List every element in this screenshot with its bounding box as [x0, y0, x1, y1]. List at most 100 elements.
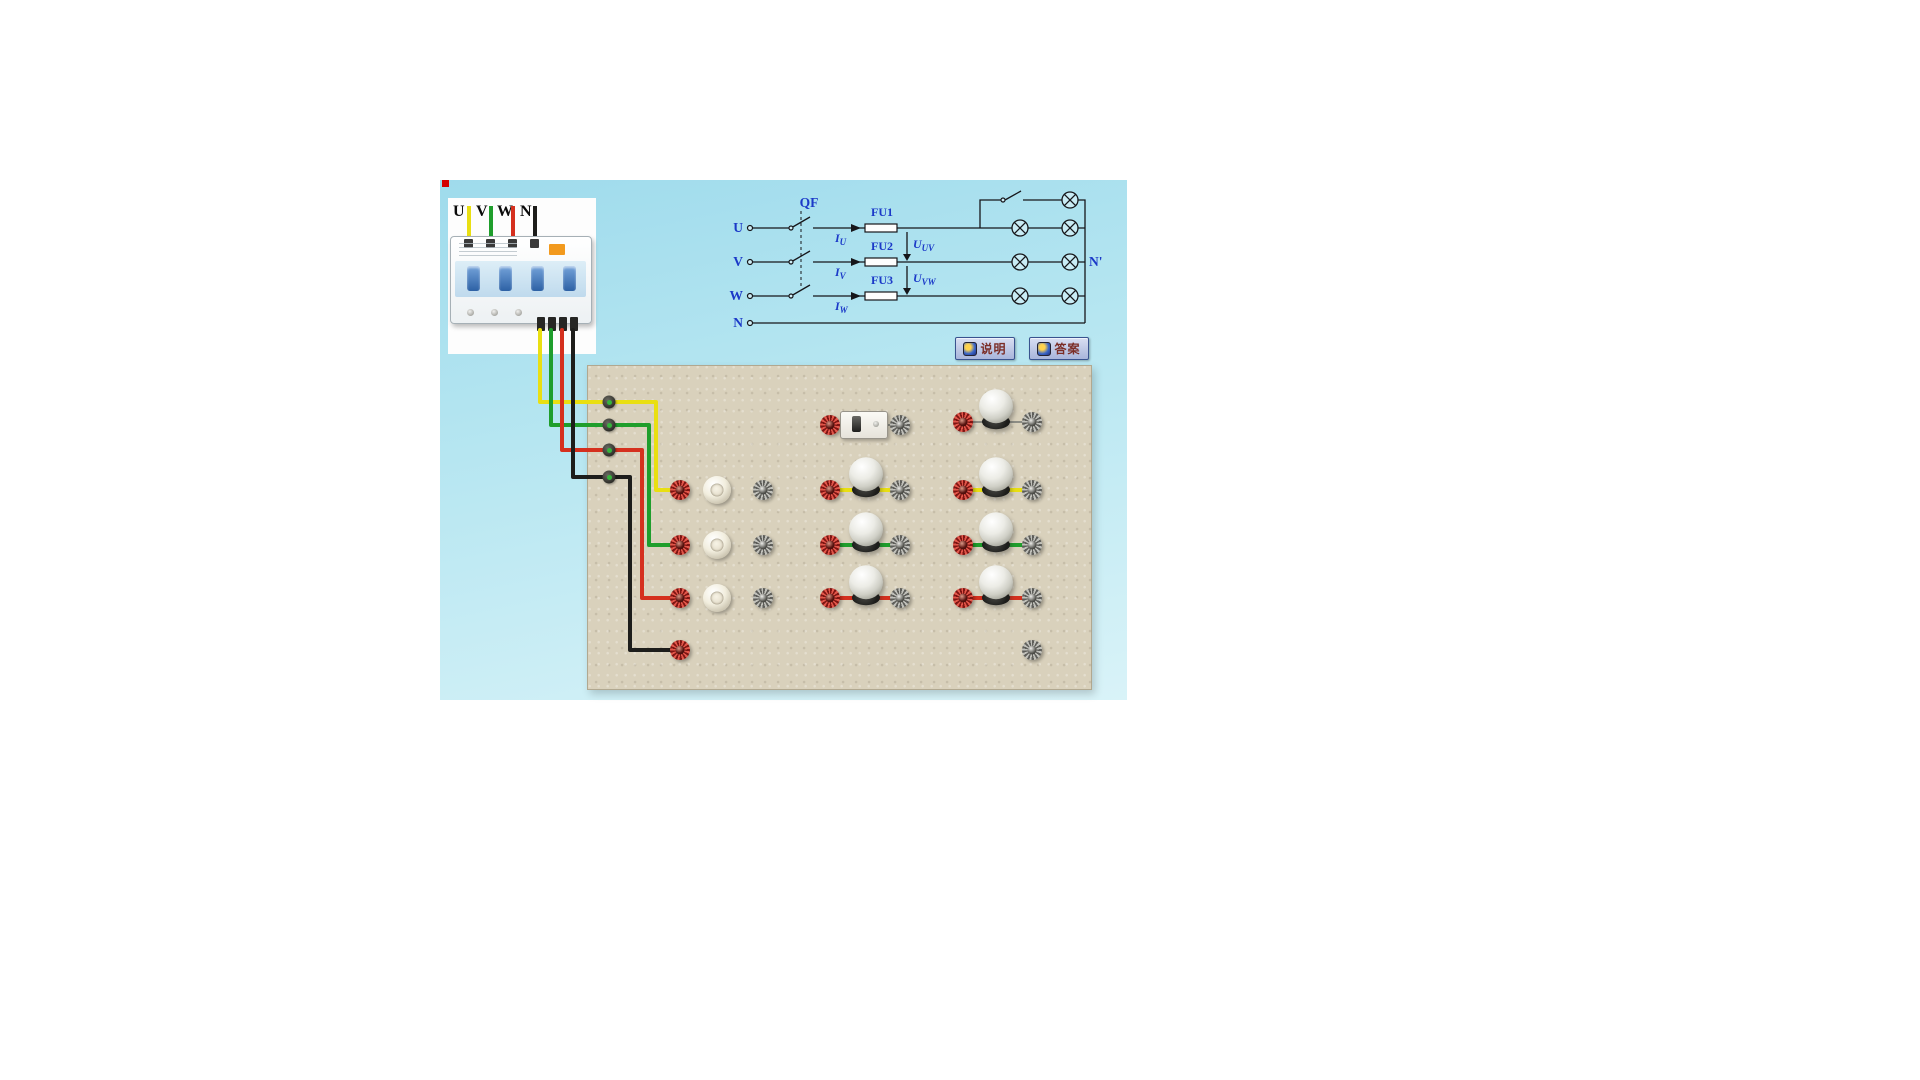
- n-prime-label: N': [1089, 254, 1103, 269]
- panel-switch[interactable]: [840, 411, 888, 439]
- binding-post-gray[interactable]: [1022, 412, 1042, 432]
- explain-button[interactable]: 说明: [955, 337, 1015, 360]
- fuse-symbols: [864, 223, 898, 301]
- arrowheads: [851, 224, 911, 300]
- bulb-glass: [979, 457, 1013, 492]
- voltage-label-uvw: UVW: [913, 271, 937, 287]
- breaker-terminal-label-w: W: [497, 203, 513, 220]
- binding-post-red[interactable]: [820, 480, 840, 500]
- phase-label-n: N: [733, 315, 743, 330]
- voltage-label-uuv: UUV: [913, 237, 935, 253]
- breaker-bottom-terminal[interactable]: [537, 317, 545, 331]
- breaker-bottom-terminal[interactable]: [570, 317, 578, 331]
- lamp-bulb[interactable]: [978, 389, 1014, 430]
- terminal-wire-stub-u: [467, 206, 471, 238]
- schematic-nodes: [746, 197, 1006, 327]
- breaker-terminal-label-n: N: [520, 203, 532, 220]
- current-label-iu: IU: [834, 231, 847, 247]
- entry-post[interactable]: [602, 470, 616, 484]
- binding-post-red[interactable]: [820, 535, 840, 555]
- lamp-symbols: [1011, 191, 1079, 305]
- binding-post-red[interactable]: [670, 535, 690, 555]
- schematic-wires: [752, 190, 1086, 324]
- binding-post-gray[interactable]: [1022, 588, 1042, 608]
- explain-button-label: 说明: [980, 341, 1007, 356]
- terminal-wire-stub-n: [533, 206, 537, 238]
- breaker-toggle[interactable]: [563, 266, 576, 291]
- lamp-bulb[interactable]: [848, 512, 884, 553]
- breaker-screw: [467, 309, 474, 316]
- binding-post-gray[interactable]: [753, 480, 773, 500]
- phase-label-v: V: [733, 254, 743, 269]
- breaker-terminal-label-v: V: [476, 203, 488, 220]
- circuit-schematic: U V W N QF FU1 FU2 FU3 IU IV IW UUV UVW …: [730, 190, 1103, 330]
- terminal-wire-stub-w: [511, 206, 515, 238]
- breaker-rating-badge: [549, 244, 565, 255]
- breaker-screw: [491, 309, 498, 316]
- breaker-screw: [515, 309, 522, 316]
- bulb-glass: [979, 565, 1013, 600]
- breaker-terminal-label-u: U: [453, 203, 465, 220]
- binding-post-gray[interactable]: [753, 535, 773, 555]
- answer-button-label: 答案: [1054, 341, 1081, 356]
- switch-toggle[interactable]: [852, 416, 861, 432]
- breaker-bottom-terminal[interactable]: [559, 317, 567, 331]
- phase-label-w: W: [730, 288, 744, 303]
- binding-post-red[interactable]: [820, 588, 840, 608]
- breaker-bottom-terminal[interactable]: [548, 317, 556, 331]
- bulb-glass: [849, 565, 883, 600]
- binding-post-red[interactable]: [670, 640, 690, 660]
- entry-post[interactable]: [602, 395, 616, 409]
- current-label-iv: IV: [834, 265, 847, 281]
- breaker-toggle[interactable]: [467, 266, 480, 291]
- binding-post-gray[interactable]: [890, 588, 910, 608]
- binding-post-red[interactable]: [670, 480, 690, 500]
- binding-post-red[interactable]: [953, 588, 973, 608]
- qf-label: QF: [800, 195, 819, 210]
- binding-post-gray[interactable]: [1022, 640, 1042, 660]
- bulb-glass: [979, 512, 1013, 547]
- lamp-holder[interactable]: [703, 531, 731, 559]
- binding-post-red[interactable]: [953, 480, 973, 500]
- binding-post-red[interactable]: [670, 588, 690, 608]
- lamp-bulb[interactable]: [978, 565, 1014, 606]
- simulation-panel: U V W N: [440, 180, 1127, 700]
- breaker-switch-band: [455, 261, 586, 297]
- binding-post-gray[interactable]: [890, 535, 910, 555]
- binding-post-gray[interactable]: [890, 415, 910, 435]
- lamp-bulb[interactable]: [848, 565, 884, 606]
- terminal-wire-stub-v: [489, 206, 493, 238]
- lamp-holder[interactable]: [703, 584, 731, 612]
- phase-label-u: U: [733, 220, 743, 235]
- fuse-label-3: FU3: [871, 273, 893, 287]
- breaker-top-terminal[interactable]: [530, 239, 539, 248]
- binding-post-red[interactable]: [820, 415, 840, 435]
- entry-post[interactable]: [602, 443, 616, 457]
- lamp-bulb[interactable]: [848, 457, 884, 498]
- binding-post-gray[interactable]: [1022, 480, 1042, 500]
- binding-post-gray[interactable]: [753, 588, 773, 608]
- fuse-label-2: FU2: [871, 239, 893, 253]
- lamp-bulb[interactable]: [978, 512, 1014, 553]
- switch-screw: [873, 421, 879, 427]
- binding-post-red[interactable]: [953, 535, 973, 555]
- entry-post[interactable]: [602, 418, 616, 432]
- circuit-breaker[interactable]: [450, 236, 592, 331]
- bulb-glass: [979, 389, 1013, 424]
- answer-button[interactable]: 答案: [1029, 337, 1089, 360]
- current-label-iw: IW: [834, 299, 849, 315]
- doc-icon: [1037, 341, 1052, 356]
- fuse-label-1: FU1: [871, 205, 893, 219]
- panel-corner-marker: [442, 180, 449, 187]
- lamp-holder[interactable]: [703, 476, 731, 504]
- binding-post-red[interactable]: [953, 412, 973, 432]
- bulb-glass: [849, 457, 883, 492]
- breaker-print-text: [459, 243, 517, 256]
- breaker-toggle[interactable]: [531, 266, 544, 291]
- binding-post-gray[interactable]: [890, 480, 910, 500]
- doc-icon: [963, 341, 978, 356]
- binding-post-gray[interactable]: [1022, 535, 1042, 555]
- lamp-bulb[interactable]: [978, 457, 1014, 498]
- breaker-toggle[interactable]: [499, 266, 512, 291]
